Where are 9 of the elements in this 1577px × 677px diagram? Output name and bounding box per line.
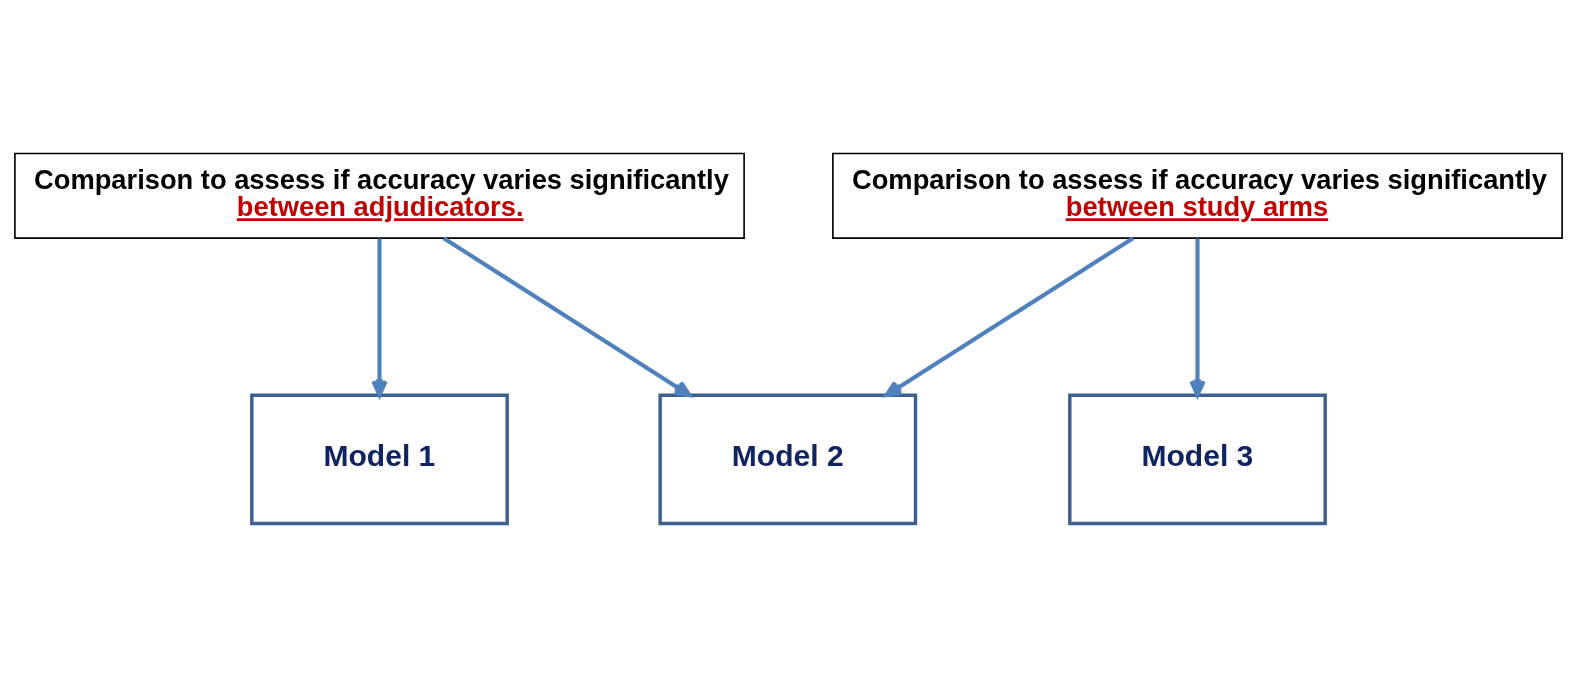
arrow (371, 238, 388, 398)
node-box: Model 2 (658, 393, 918, 526)
arrow (442, 236, 692, 398)
node-box: Comparison to assess if accuracy varies significantly between study arms (832, 152, 1563, 239)
node-box: Model 3 (1068, 393, 1327, 526)
arrow (1189, 238, 1206, 398)
node-box: Model 1 (250, 393, 509, 526)
arrow (884, 236, 1135, 398)
node-box: Comparison to assess if accuracy varies significantly between adjudicators. (14, 152, 745, 239)
